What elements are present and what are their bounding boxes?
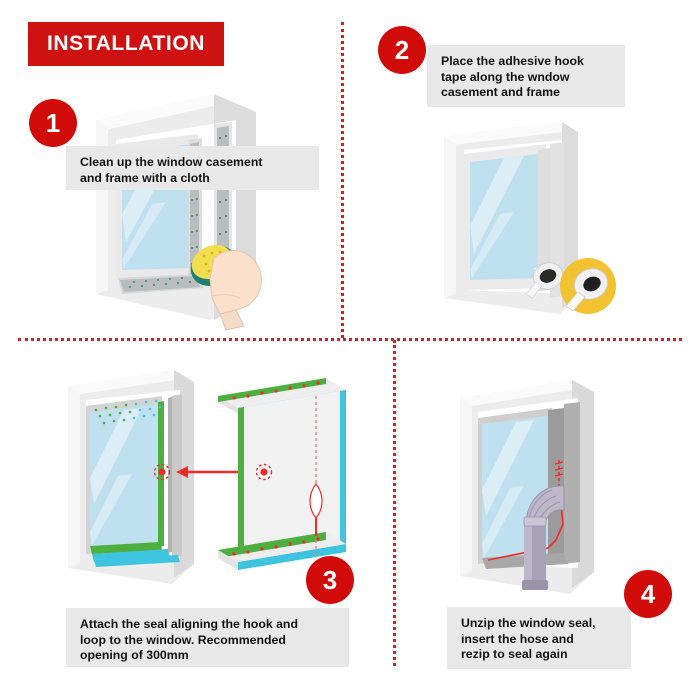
divider-vertical-top <box>341 22 344 338</box>
tape-roll-on-frame <box>525 262 564 299</box>
exhaust-hose <box>522 485 565 590</box>
step-1-caption-text: Clean up the window casement and frame w… <box>80 155 263 185</box>
step-3-number: 3 <box>322 564 338 595</box>
step-2-number: 2 <box>394 34 410 65</box>
alignment-target-left <box>153 463 171 481</box>
step-4-badge: 4 <box>624 570 672 618</box>
step-3-badge: 3 <box>306 556 354 604</box>
step-2-illustration <box>436 118 646 328</box>
step-3-illustration <box>58 368 358 608</box>
step-4-illustration <box>452 374 622 604</box>
step-4-caption-text: Unzip the window seal, insert the hose a… <box>461 616 596 661</box>
page-title-text: INSTALLATION <box>46 32 206 55</box>
step-4-number: 4 <box>640 578 656 609</box>
step-1-badge: 1 <box>29 99 77 147</box>
page-title: INSTALLATION <box>28 22 224 66</box>
divider-vertical-bottom <box>393 340 396 666</box>
divider-horizontal <box>18 338 682 341</box>
step-3-caption: Attach the seal aligning the hook and lo… <box>66 608 349 667</box>
step-1-caption: Clean up the window casement and frame w… <box>66 146 319 190</box>
step-1-number: 1 <box>45 107 61 138</box>
step-1-illustration <box>86 82 266 331</box>
step-3-caption-text: Attach the seal aligning the hook and lo… <box>80 617 298 662</box>
step-2-badge: 2 <box>378 26 426 74</box>
step-4-caption: Unzip the window seal, insert the hose a… <box>447 607 631 669</box>
step-2-caption: Place the adhesive hook tape along the w… <box>427 45 625 107</box>
adhesive-tape-badge <box>560 258 616 314</box>
hand <box>209 250 262 331</box>
seal-panel <box>218 378 346 570</box>
step-2-caption-text: Place the adhesive hook tape along the w… <box>441 54 584 99</box>
